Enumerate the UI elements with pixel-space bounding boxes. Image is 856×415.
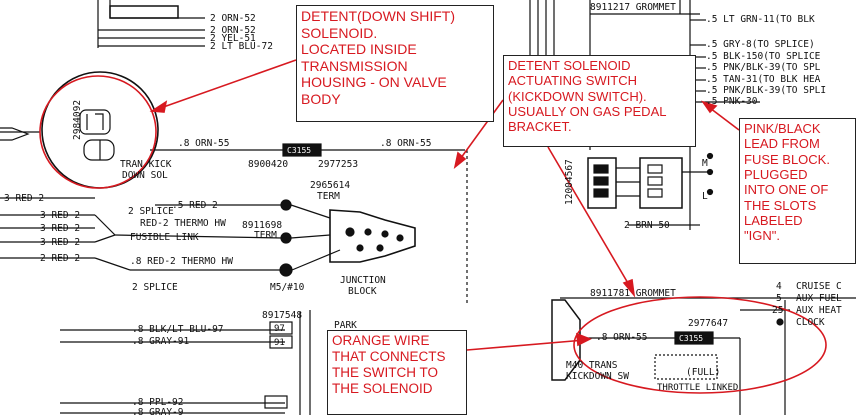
part-vertical-12004567: 12004567	[564, 159, 575, 205]
splice-1: 2 SPLICE	[128, 206, 174, 217]
term-label-2: TERM	[254, 230, 277, 241]
wire-ppl-92: .8 PPL-92	[132, 397, 183, 408]
fusible-link: FUSIBLE LINK	[130, 232, 199, 243]
wire-right-6: .5 PNK/BLK-39(TO SPLI	[706, 85, 826, 96]
m5-label: M5/#10	[270, 282, 305, 293]
letter-l: L	[702, 191, 708, 202]
park-label: PARK	[334, 320, 357, 331]
red-line-4: 3 RED-2	[40, 237, 80, 248]
term-label-1: TERM	[317, 191, 340, 202]
wire-red-2: .5 RED-2	[172, 200, 218, 211]
wire-brn-50: 2 BRN-50	[624, 220, 670, 231]
wire-orn-55-b: .8 ORN-55	[380, 138, 431, 149]
clock-label: CLOCK	[796, 317, 825, 328]
part-8917548: 8917548	[262, 310, 302, 321]
wire-orn-52-1: 2 ORN-52	[210, 13, 256, 24]
wire-right-4: .5 PNK/BLK-39(TO SPL	[706, 62, 821, 73]
connector-c3155-right: C3155	[679, 334, 703, 343]
callout-pink-black-lead: PINK/BLACK LEAD FROM FUSE BLOCK. PLUGGED…	[739, 118, 856, 264]
pin-50: 50	[596, 165, 607, 175]
wire-orn-55-right: .8 ORN-55	[596, 332, 647, 343]
cruise-label: CRUISE C	[796, 281, 842, 292]
wire-orn-52-2: 2 ORN-52	[210, 25, 256, 36]
wire-right-2: .5 GRY-8(TO SPLICE)	[706, 39, 815, 50]
callout-detent-solenoid: DETENT(DOWN SHIFT) SOLENOID. LOCATED INS…	[296, 5, 494, 122]
thermo-1: RED-2 THERMO HW	[140, 218, 226, 229]
callout-orange-wire: ORANGE WIRE THAT CONNECTS THE SWITCH TO …	[327, 330, 467, 415]
grommet-bottom: 8911781 GROMMET	[590, 288, 676, 299]
num-25: 25	[772, 305, 783, 316]
splice-2: 2 SPLICE	[132, 282, 178, 293]
term-part-2965614: 2965614	[310, 180, 350, 191]
aux-fuel-label: AUX FUEL	[796, 293, 842, 304]
pin-72: 72	[596, 177, 607, 187]
part-8900420: 8900420	[248, 159, 288, 170]
m40-label-2: KICKDOWN SW	[566, 371, 629, 382]
junction-label-2: BLOCK	[348, 286, 377, 297]
letter-m: M	[702, 158, 708, 169]
red-line-1: 3 RED-2	[4, 193, 44, 204]
aux-heat-label: AUX HEAT	[796, 305, 842, 316]
num-5: 5	[776, 293, 782, 304]
wire-right-1: .5 LT GRN-11(TO BLK	[706, 14, 815, 25]
num-4: 4	[776, 281, 782, 292]
wire-gray-9: .8 GRAY-9	[132, 407, 184, 415]
wire-orn-55-a: .8 ORN-55	[178, 138, 229, 149]
thermo-2: .8 RED-2 THERMO HW	[130, 256, 233, 267]
callout-actuating-switch: DETENT SOLENOID ACTUATING SWITCH (KICKDO…	[503, 55, 696, 147]
red-line-2: 3 RED-2	[40, 210, 80, 221]
pin-52: 52	[596, 189, 607, 199]
wire-right-3: .5 BLK-150(TO SPLICE	[706, 51, 821, 62]
m40-label-1: M40 TRANS	[566, 360, 618, 371]
wire-right-7: .5 PNK-30	[706, 96, 758, 107]
part-2977647: 2977647	[688, 318, 728, 329]
red-line-5: 2 RED-2	[40, 253, 80, 264]
part-vertical-2984092: 2984092	[72, 100, 83, 140]
part-2977253: 2977253	[318, 159, 358, 170]
grommet-top: 8911217 GROMMET	[590, 2, 676, 13]
solenoid-label-1: TRAN KICK	[120, 159, 172, 170]
junction-label-1: JUNCTION	[340, 275, 386, 286]
pin-91: 91	[274, 338, 285, 348]
pin-97: 97	[274, 324, 285, 334]
wire-blk-lt-blu-97: .8 BLK/LT BLU-97	[132, 324, 224, 335]
wire-gray-91: .8 GRAY-91	[132, 336, 189, 347]
term-part-8911698: 8911698	[242, 220, 282, 231]
throttle-linked: THROTTLE LINKED	[657, 383, 738, 393]
solenoid-label-2: DOWN SOL	[122, 170, 168, 181]
wire-yel-51: 2 YEL-51	[210, 33, 256, 44]
full-label: (FULL)	[686, 367, 720, 378]
connector-c3155-left: C3155	[287, 146, 311, 155]
wire-lt-blu-72: 2 LT BLU-72	[210, 41, 273, 52]
red-line-3: 3 RED-2	[40, 223, 80, 234]
wire-right-5: .5 TAN-31(TO BLK HEA	[706, 74, 821, 85]
